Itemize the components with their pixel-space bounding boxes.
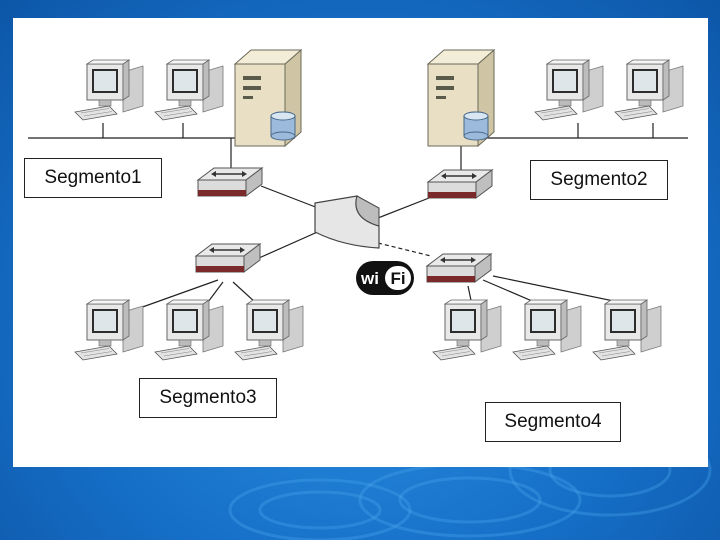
wifi-logo-right-text: Fi [390, 269, 405, 288]
router-icon [314, 195, 380, 249]
segment1-label: Segmento1 [24, 158, 162, 198]
server-left [234, 49, 302, 147]
wifi-logo: wi Fi [356, 261, 414, 295]
switch-segment3 [195, 243, 261, 273]
computer-seg3-c [234, 299, 304, 361]
segment2-label: Segmento2 [530, 160, 668, 200]
computer-seg3-a [74, 299, 144, 361]
computer-seg2-a [534, 59, 604, 121]
segment3-label: Segmento3 [139, 378, 277, 418]
computer-seg3-b [154, 299, 224, 361]
segment4-label: Segmento4 [485, 402, 621, 442]
network-diagram: wi Fi Segmento1 Segmento2 Segmento3 Segm… [13, 18, 708, 467]
server-right [427, 49, 495, 147]
computer-seg1-b [154, 59, 224, 121]
computer-seg2-b [614, 59, 684, 121]
switch-segment2 [427, 169, 493, 199]
wifi-logo-left-text: wi [360, 269, 379, 288]
computer-seg4-c [592, 299, 662, 361]
switch-segment1 [197, 167, 263, 197]
computer-seg4-a [432, 299, 502, 361]
switch-segment4 [426, 253, 492, 283]
computer-seg4-b [512, 299, 582, 361]
diagram-drawing: wi Fi [28, 49, 688, 361]
computer-seg1-a [74, 59, 144, 121]
